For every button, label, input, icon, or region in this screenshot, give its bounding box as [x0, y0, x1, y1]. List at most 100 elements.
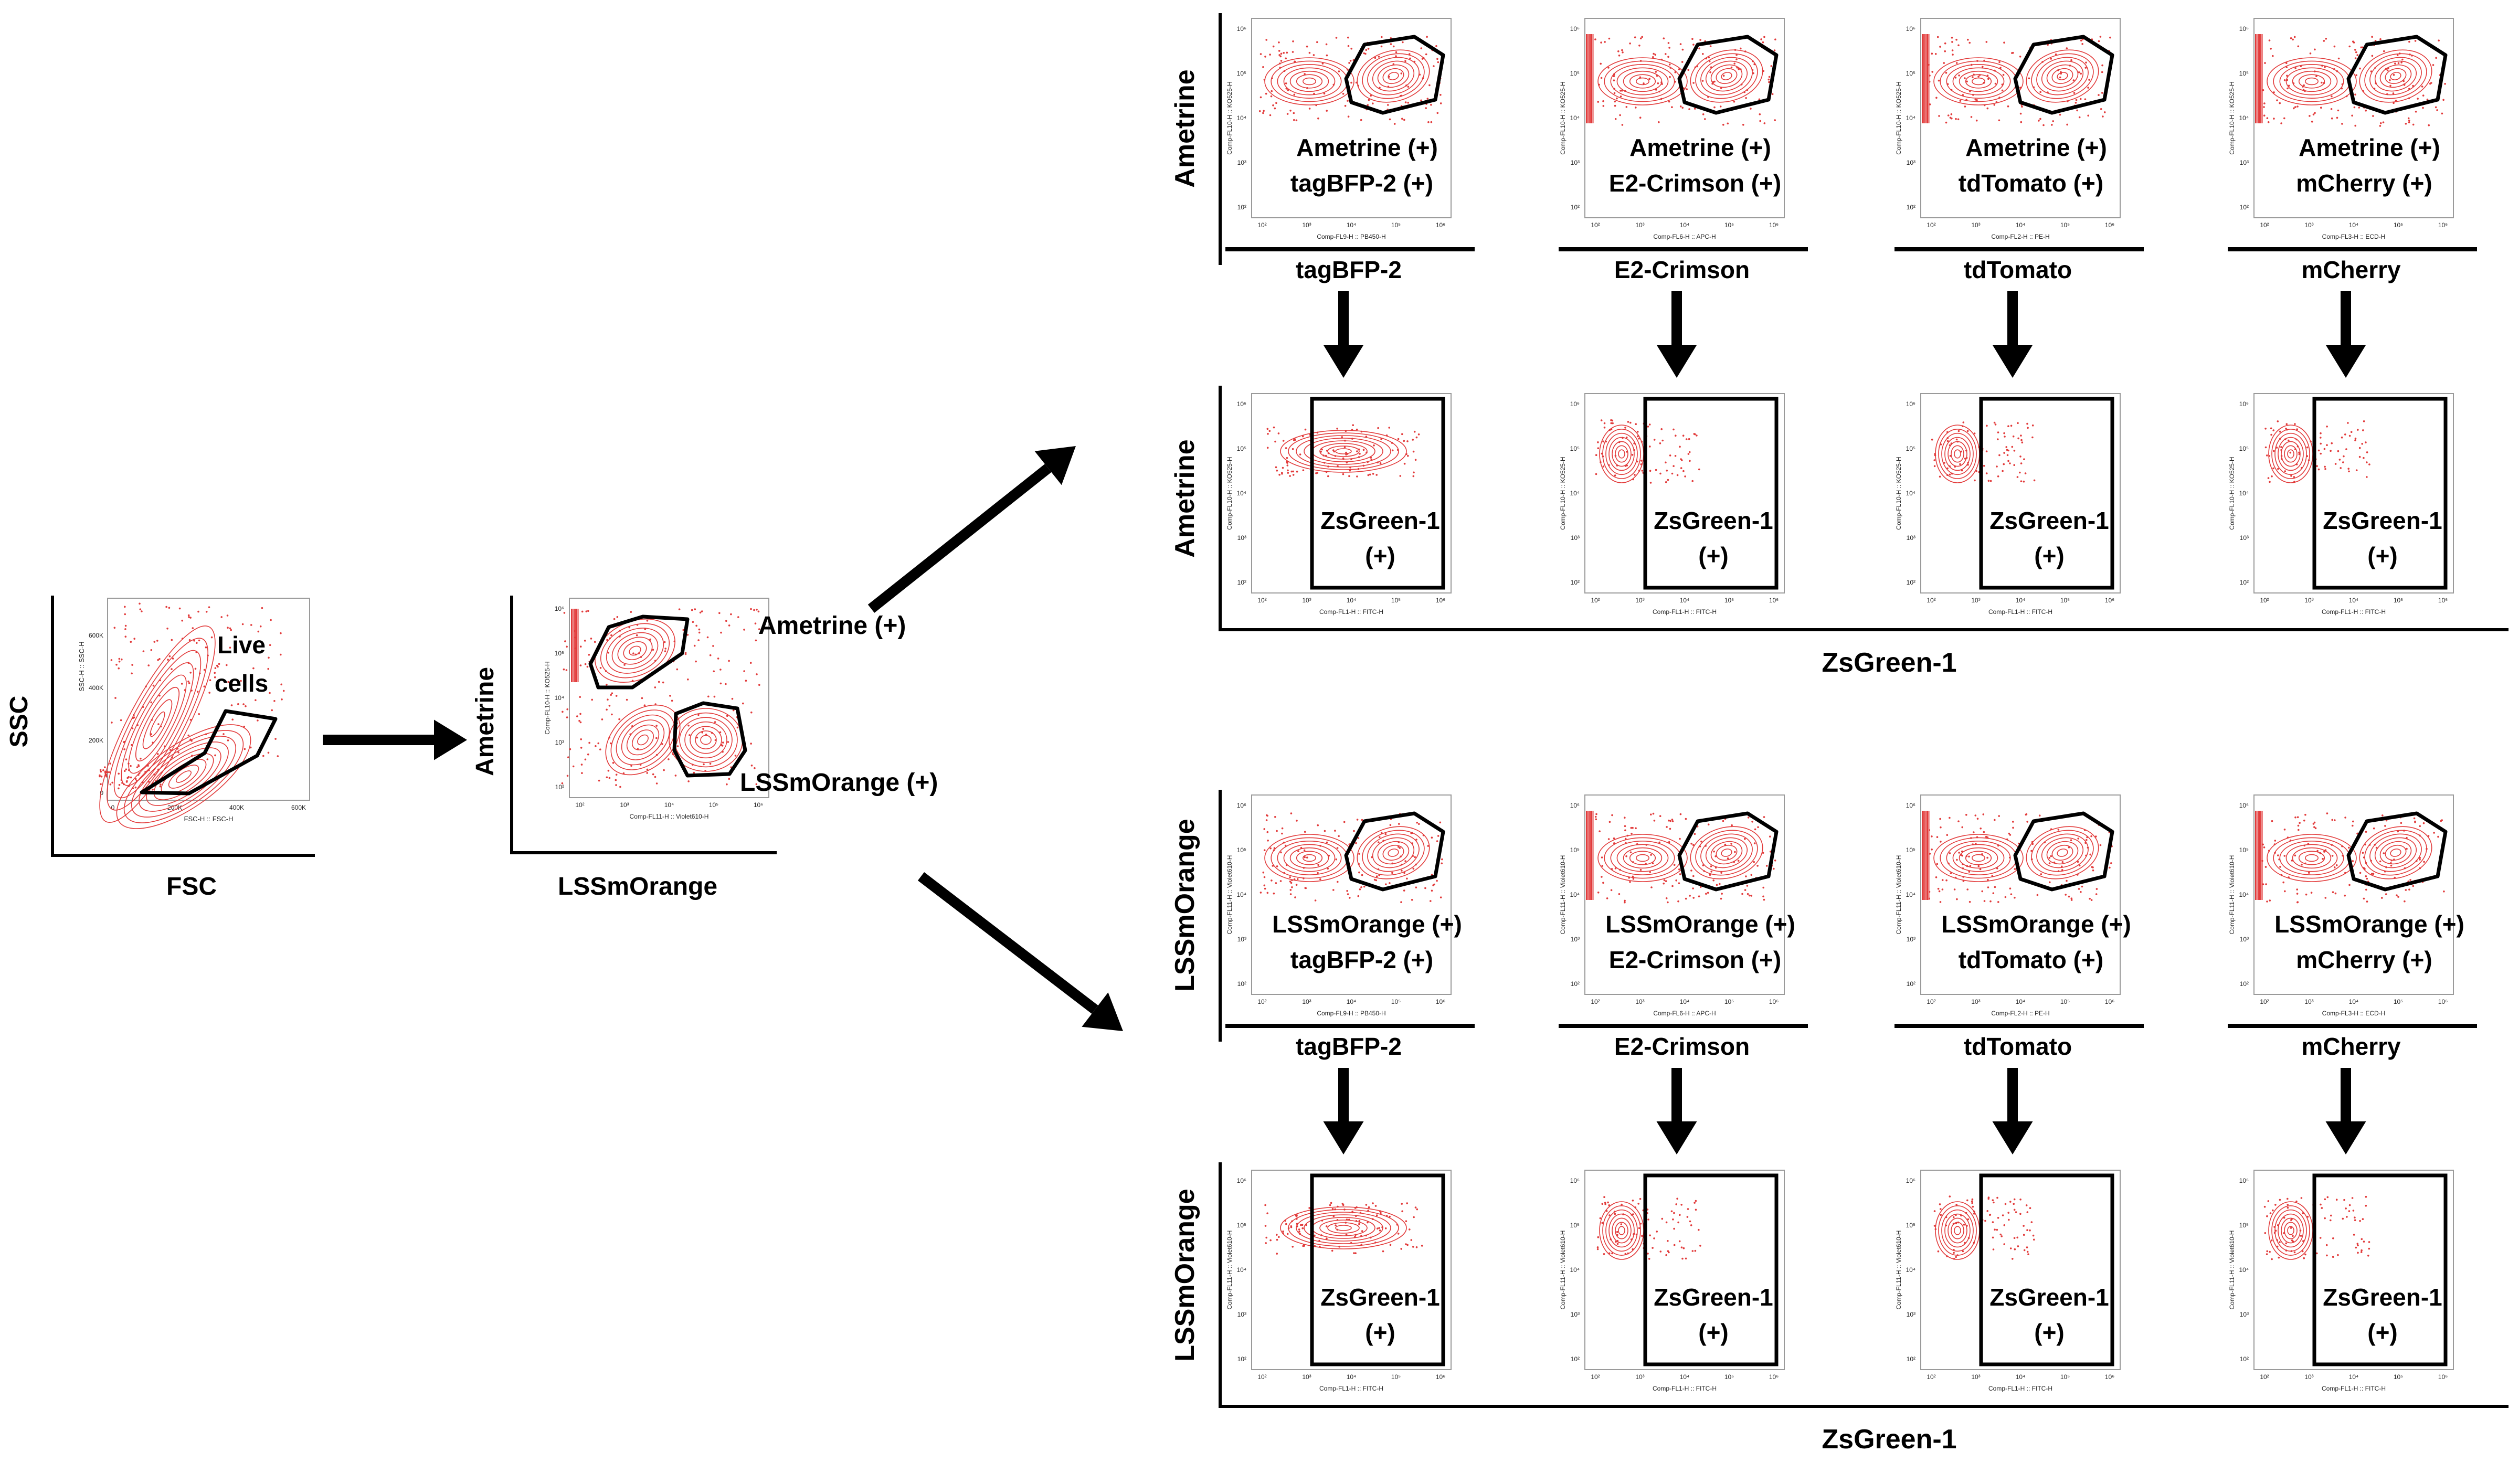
y-tick-label: 10⁴ [2239, 490, 2249, 497]
plot-frame [1584, 1170, 1785, 1370]
y-tick-label: 10³ [1907, 534, 1915, 542]
y-tick-label: 10⁵ [2239, 846, 2249, 854]
panel-zsgreen-after-mcherry: 10²10²10³10³10⁴10⁴10⁵10⁵10⁶10⁶Comp-FL10-… [2228, 393, 2454, 616]
population-zsgreen-neg [1599, 1201, 1644, 1260]
y-parameter-label: Comp-FL11-H :: Violet610-H [2228, 1231, 2236, 1310]
x-parameter-label: Comp-FL1-H :: FITC-H [2322, 1385, 2386, 1392]
population-ametrine [595, 618, 675, 683]
y-tick-label: 10³ [1571, 159, 1580, 166]
x-tick-label: 10⁶ [2105, 221, 2114, 229]
y-parameter-label: Comp-FL10-H :: KO525-H [544, 661, 551, 734]
panel-e2-crimson-vs-ametrine: 10²10²10³10³10⁴10⁴10⁵10⁵10⁶10⁶Comp-FL10-… [1559, 18, 1808, 283]
row2-x-axis-title-zsgreen: ZsGreen-1 [1822, 1424, 1956, 1455]
x-parameter-label: Comp-FL1-H :: FITC-H [2322, 608, 2386, 616]
scatter-dots [2263, 1195, 2370, 1260]
y-tick-label: 10⁴ [1570, 1266, 1580, 1274]
panel-tagbfp-2-vs-lssmorange: 10²10²10³10³10⁴10⁴10⁵10⁵10⁶10⁶Comp-FL11-… [1225, 794, 1475, 1060]
x-axis-title-fp: mCherry [2301, 1033, 2401, 1060]
y-axis-title-ametrine: Ametrine [471, 667, 499, 776]
gate-label-line1: LSSmOrange (+) [1941, 910, 2131, 938]
y-parameter-label: Comp-FL10-H :: KO525-H [1559, 81, 1567, 154]
x-tick-label: 10³ [620, 801, 629, 809]
x-tick-label: 10⁶ [2105, 998, 2114, 1005]
x-tick-label: 10³ [2304, 998, 2313, 1005]
y-tick-label: 10² [1907, 1355, 1915, 1363]
y-tick-label: 10² [2240, 1355, 2249, 1363]
x-parameter-label: Comp-FL9-H :: PB450-H [1317, 233, 1385, 240]
x-tick-label: 10³ [1971, 1373, 1980, 1381]
x-tick-label: 10⁶ [1769, 1373, 1779, 1381]
gate-tagbfp-2-positive [1344, 811, 1445, 892]
y-tick-label: 10⁶ [1570, 400, 1580, 408]
y-tick-label: 10² [1907, 579, 1915, 586]
x-tick-label: 10² [1591, 1373, 1600, 1381]
x-tick-label: 10⁶ [2105, 597, 2114, 604]
x-axis-title-lssmorange: LSSmOrange [558, 873, 717, 900]
panel-zsgreen-after-tdtomato: 10²10²10³10³10⁴10⁴10⁵10⁵10⁶10⁶Comp-FL10-… [1895, 393, 2121, 616]
gate-label-line2: tdTomato (+) [1959, 169, 2103, 197]
y-parameter-label: SSC-H :: SSC-H [78, 641, 86, 691]
x-tick-label: 10⁴ [2349, 1373, 2359, 1381]
y-tick-label: 10⁵ [1237, 846, 1246, 854]
y-tick-label: 10⁵ [2239, 1222, 2249, 1229]
x-tick-label: 10² [2260, 597, 2269, 604]
y-tick-label: 10⁵ [1906, 70, 1915, 77]
y-tick-label: 10² [2240, 204, 2249, 211]
row1-y-axis-title: LSSmOrange [1170, 819, 1200, 991]
gate-label-lssmorange: LSSmOrange (+) [740, 769, 938, 797]
panel-zsgreen-after-mcherry: 10²10²10³10³10⁴10⁴10⁵10⁵10⁶10⁶Comp-FL11-… [2228, 1170, 2454, 1392]
x-tick-label: 10⁵ [2060, 998, 2070, 1005]
x-tick-label: 10³ [1302, 998, 1311, 1005]
y-tick-label: 10⁴ [2239, 891, 2249, 898]
y-tick-label: 10⁴ [2239, 114, 2249, 122]
y-tick-label: 10³ [2240, 1311, 2249, 1318]
x-tick-label: 10⁵ [2394, 998, 2403, 1005]
y-parameter-label: Comp-FL10-H :: KO525-H [1895, 457, 1902, 529]
y-tick-label: 10² [1237, 579, 1246, 586]
x-parameter-label: Comp-FL2-H :: PE-H [1991, 233, 2049, 240]
y-parameter-label: Comp-FL10-H :: KO525-H [2228, 81, 2236, 154]
x-axis-title-fp: tdTomato [1964, 1033, 2072, 1060]
x-tick-label: 10⁵ [1391, 597, 1401, 604]
y-tick-label: 10² [1237, 1355, 1246, 1363]
x-parameter-label: Comp-FL6-H :: APC-H [1653, 1010, 1716, 1017]
x-tick-label: 10⁴ [2016, 597, 2026, 604]
x-tick-label: 10² [1257, 1373, 1266, 1381]
plot-frame [1920, 794, 2121, 995]
y-tick-label: 10² [2240, 579, 2249, 586]
population-negative [1264, 834, 1354, 882]
x-axis-title-fp: tagBFP-2 [1296, 256, 1402, 283]
gate-zsgreen-positive [1310, 1173, 1445, 1366]
gate-label-positive: (+) [2034, 542, 2065, 569]
y-tick-label: 200K [89, 737, 103, 744]
y-tick-label: 10³ [1907, 936, 1915, 943]
scatter-dots [1931, 421, 2036, 483]
y-tick-label: 10⁴ [1570, 490, 1580, 497]
x-tick-label: 10⁴ [1680, 998, 1690, 1005]
population-negative [2267, 834, 2357, 882]
x-parameter-label: Comp-FL1-H :: FITC-H [1319, 608, 1383, 616]
y-tick-label: 10⁵ [1906, 1222, 1915, 1229]
x-tick-label: 10² [1927, 1373, 1935, 1381]
y-tick-label: 10⁴ [1236, 891, 1246, 898]
y-tick-label: 10⁶ [2239, 25, 2249, 33]
plot-frame [1251, 794, 1452, 995]
population-positive [2026, 49, 2099, 103]
y-tick-label: 10⁶ [1906, 802, 1915, 809]
y-parameter-label: Comp-FL11-H :: Violet610-H [1559, 1231, 1567, 1310]
gate-live-cells [140, 709, 278, 796]
scatter-dots [2262, 36, 2446, 127]
x-tick-label: 10⁵ [709, 801, 718, 809]
gate-label-line1: Ametrine (+) [1965, 134, 2107, 161]
y-tick-label: 10³ [1237, 1311, 1246, 1318]
x-parameter-label: Comp-FL11-H :: Violet610-H [630, 813, 709, 820]
x-tick-label: 10⁵ [2060, 597, 2070, 604]
gate-mcherry-positive [2346, 811, 2448, 892]
gate-zsgreen-positive [1979, 397, 2114, 590]
arrow-down-mcherry [2325, 1068, 2366, 1154]
y-tick-label: 10⁶ [1906, 1177, 1915, 1184]
y-tick-label: 10² [1571, 1355, 1580, 1363]
y-tick-label: 10⁶ [1570, 25, 1580, 33]
x-tick-label: 10⁶ [1436, 1373, 1445, 1381]
x-tick-label: 10³ [1635, 221, 1644, 229]
